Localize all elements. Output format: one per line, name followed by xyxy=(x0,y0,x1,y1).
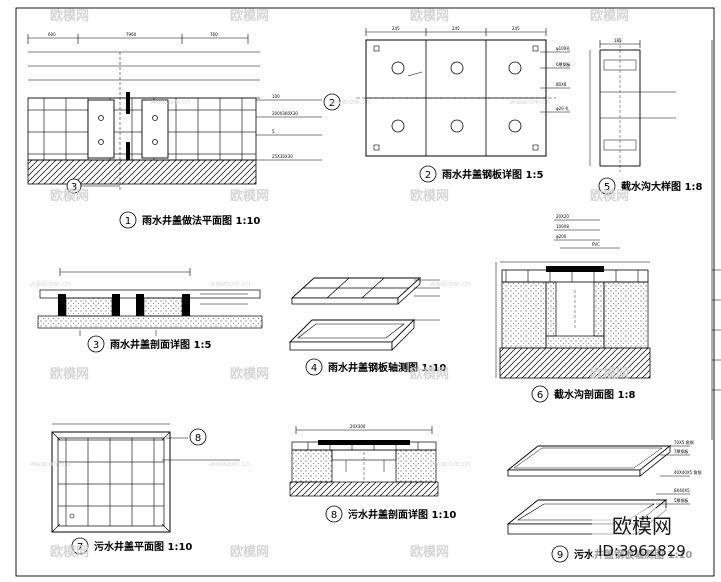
watermark-text: 欧模网 xyxy=(230,188,269,204)
view-8-sewer-section: 20X300 8 污水井盖剖面详图 1:10 xyxy=(289,424,456,523)
v4-title: 雨水井盖钢板轴测图 1:10 xyxy=(328,361,446,374)
v1-dim-c: 760 xyxy=(210,32,218,37)
v2-title: 雨水井盖钢板详图 1:5 xyxy=(442,168,543,181)
v9-note-2: 7厚钢板 xyxy=(674,448,689,454)
view-3-section: 3 雨水井盖剖面详图 1:5 xyxy=(37,268,263,353)
v1-note-4: 25X35X30 xyxy=(272,154,293,159)
watermark-url: www.om.cn xyxy=(30,460,70,468)
view-5-trench-detail: 185 5 截水沟大样图 1:8 xyxy=(589,38,702,195)
watermark-url: www.om.cn xyxy=(210,280,250,288)
v1-dim-a: 600 xyxy=(48,32,56,37)
v6-title: 截水沟剖面图 1:8 xyxy=(554,388,635,401)
watermark-text: 欧模网 xyxy=(230,366,269,382)
watermark-text: 欧模网 xyxy=(230,8,269,24)
v6-note-2: 100X8 xyxy=(556,224,569,229)
badge-brand: 欧模网 xyxy=(612,514,672,538)
v4-number: 4 xyxy=(311,363,317,374)
watermark-text: 欧模网 xyxy=(50,188,89,204)
v9-note-1: 70X5 角钢 xyxy=(674,439,694,445)
view-1-plan: 600 7960 760 100 200X300X30 5 25X35X30 2 xyxy=(27,32,341,229)
v1-detail-ref: 2 xyxy=(329,98,335,109)
watermark-url: www.om.cn xyxy=(30,280,70,288)
watermark-url: www.om.cn xyxy=(430,280,470,288)
v6-note-3: φ200 xyxy=(556,234,567,239)
v6-note-1: 20X20 xyxy=(556,214,569,219)
v1-note-3: 5 xyxy=(272,129,275,134)
watermark-text: 欧模网 xyxy=(590,188,629,204)
v6-number: 6 xyxy=(537,390,543,401)
v3-title: 雨水井盖剖面详图 1:5 xyxy=(110,338,211,351)
brand-badge: 欧模网 ID:3962829 xyxy=(592,508,704,568)
watermark-text: 欧模网 xyxy=(410,366,449,382)
v2-note-1: φ100孔 xyxy=(556,45,570,51)
v1-title: 雨水井盖做法平面图 1:10 xyxy=(142,214,260,227)
view-7-sewer-plan: 8 7 污水井盖平面图 1:10 xyxy=(51,423,240,555)
watermark-text: 欧模网 xyxy=(410,8,449,24)
view-6-trench-section: 20X20 100X8 φ200 PVC 6 截水沟剖面图 1:8 xyxy=(495,214,651,403)
v2-note-2: 6厚钢板 xyxy=(556,61,571,67)
view-4-axonometric: 4 雨水井盖钢板轴测图 1:10 xyxy=(288,277,446,376)
v5-title: 截水沟大样图 1:8 xyxy=(621,180,702,193)
watermark-url: www.om.cn xyxy=(210,460,250,468)
v7-number: 7 xyxy=(77,542,83,553)
v1-section-ref: 3 xyxy=(71,182,77,193)
v8-number: 8 xyxy=(331,510,337,521)
v3-number: 3 xyxy=(93,340,99,351)
v1-note-1: 100 xyxy=(272,94,280,99)
watermark-url: www.om.cn xyxy=(150,98,190,106)
v1-dim-b: 7960 xyxy=(126,32,137,37)
v5-number: 5 xyxy=(604,182,610,193)
v7-detail-ref: 8 xyxy=(195,433,201,444)
v6-note-4: PVC xyxy=(592,242,600,247)
v2-dim-c: 245 xyxy=(512,26,520,31)
v1-note-2: 200X300X30 xyxy=(272,111,298,116)
watermark-text: 欧模网 xyxy=(410,544,449,560)
watermark-text: 欧模网 xyxy=(50,544,89,560)
v9-number: 9 xyxy=(557,550,563,561)
v9-note-3: 40X40X5 角钢 xyxy=(674,469,701,475)
v2-dim-b: 245 xyxy=(452,26,460,31)
watermark-url: www.om.cn xyxy=(330,98,370,106)
v8-note: 20X300 xyxy=(350,424,366,429)
watermark-text: 欧模网 xyxy=(230,544,269,560)
v5-dim: 185 xyxy=(614,38,622,43)
v2-note-3: 80X8 xyxy=(556,82,567,87)
badge-id: ID:3962829 xyxy=(598,542,686,560)
v9-note-4: 8X40X5 xyxy=(674,488,690,493)
watermark-layer: 欧模网 欧模网 欧模网 欧模网 欧模网 欧模网 欧模网 欧模网 欧模网 欧模网 … xyxy=(30,8,629,560)
v2-number: 2 xyxy=(425,170,431,181)
v2-note-4: φ20 孔 xyxy=(556,105,569,111)
watermark-url: www.om.cn xyxy=(510,98,550,106)
v7-title: 污水井盖平面图 1:10 xyxy=(94,540,192,553)
watermark-text: 欧模网 xyxy=(410,188,449,204)
watermark-text: 欧模网 xyxy=(590,8,629,24)
watermark-text: 欧模网 xyxy=(590,366,629,382)
sheet-frame xyxy=(15,7,715,577)
watermark-url: www.om.cn xyxy=(430,460,470,468)
watermark-text: 欧模网 xyxy=(50,8,89,24)
v8-title: 污水井盖剖面详图 1:10 xyxy=(348,508,456,521)
v1-number: 1 xyxy=(125,216,131,227)
title-block xyxy=(711,40,721,440)
v2-dim-a: 245 xyxy=(392,26,400,31)
v9-note-5: 5厚钢板 xyxy=(674,497,689,503)
watermark-text: 欧模网 xyxy=(50,366,89,382)
view-2-plate: 245 245 245 φ100孔 6厚钢板 80X8 φ20 孔 2 雨水井盖… xyxy=(356,26,571,183)
